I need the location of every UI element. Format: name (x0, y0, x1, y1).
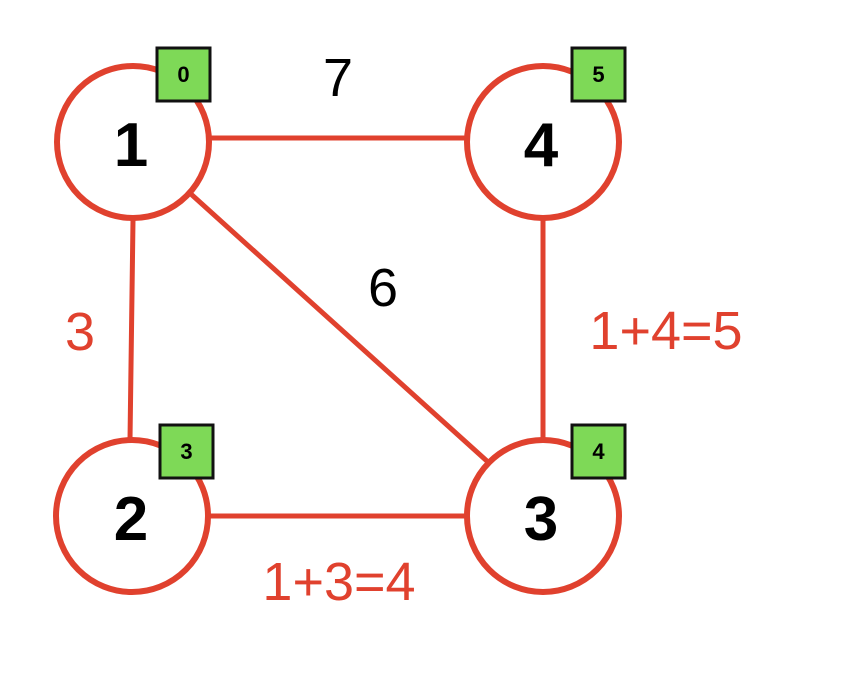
node-3: 3 4 (464, 423, 627, 595)
node-2: 2 3 (53, 423, 215, 595)
edge-1-2 (127, 217, 136, 443)
node-3-badge-text: 4 (592, 439, 605, 464)
nodes: 1 0 4 5 2 3 3 4 (53, 46, 627, 595)
node-4-badge (570, 46, 627, 103)
edge-1-3 (189, 192, 491, 465)
edges (127, 135, 546, 519)
edge-label-4-3: 1+4=5 (589, 301, 742, 361)
node-4-circle (464, 63, 622, 221)
node-4-badge-text: 5 (592, 62, 604, 87)
edge-labels: 7 3 6 1+4=5 1+3=4 (65, 48, 743, 612)
node-3-badge (570, 423, 627, 480)
node-1-badge-text: 0 (177, 62, 189, 87)
node-3-label: 3 (524, 485, 558, 554)
node-2-badge (158, 423, 215, 480)
node-4-label: 4 (524, 111, 559, 180)
node-1-badge (155, 46, 212, 103)
edge-label-1-2: 3 (65, 302, 95, 362)
node-4: 4 5 (464, 46, 627, 221)
node-2-badge-text: 3 (180, 439, 192, 464)
node-2-label: 2 (114, 485, 148, 554)
edge-label-1-3: 6 (368, 258, 398, 318)
node-1-circle (54, 63, 212, 221)
node-1: 1 0 (54, 46, 212, 221)
node-1-label: 1 (114, 111, 148, 180)
edge-label-1-4: 7 (323, 48, 353, 108)
edge-label-2-3: 1+3=4 (262, 552, 415, 612)
